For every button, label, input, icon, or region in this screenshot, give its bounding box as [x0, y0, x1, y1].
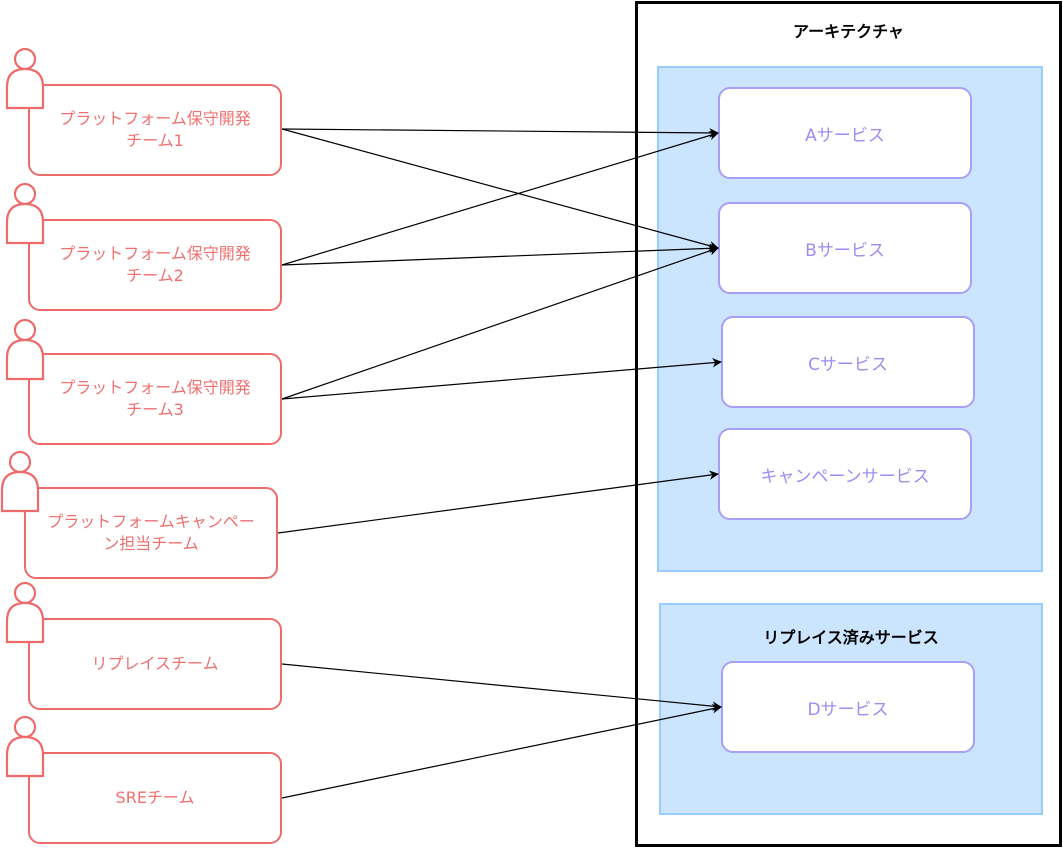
team-platform-1-line1: プラットフォーム保守開発 [59, 109, 251, 128]
team-platform-2-line1: プラットフォーム保守開発 [59, 244, 251, 263]
replaced-services-title: リプレイス済みサービス [763, 628, 939, 647]
team-platform-1[interactable]: プラットフォーム保守開発 チーム1 [28, 84, 282, 176]
team-replace-line1: リプレイスチーム [91, 654, 219, 673]
service-b[interactable]: Bサービス [718, 202, 972, 294]
team-sre-line1: SREチーム [115, 788, 195, 807]
service-d-label: Dサービス [807, 699, 889, 720]
team-campaign[interactable]: プラットフォームキャンペー ン担当チーム [24, 487, 278, 579]
team-replace[interactable]: リプレイスチーム [28, 618, 282, 710]
team-platform-3[interactable]: プラットフォーム保守開発 チーム3 [28, 353, 282, 445]
team-platform-3-line1: プラットフォーム保守開発 [59, 378, 251, 397]
team-platform-2-line2: チーム2 [126, 266, 184, 285]
service-campaign[interactable]: キャンペーンサービス [718, 428, 972, 520]
service-a[interactable]: Aサービス [718, 87, 972, 179]
team-sre[interactable]: SREチーム [28, 752, 282, 844]
service-campaign-label: キャンペーンサービス [760, 466, 930, 487]
service-c-label: Cサービス [808, 354, 888, 375]
team-platform-2[interactable]: プラットフォーム保守開発 チーム2 [28, 219, 282, 311]
team-campaign-line2: ン担当チーム [103, 534, 199, 553]
team-platform-3-line2: チーム3 [126, 400, 184, 419]
service-d[interactable]: Dサービス [721, 661, 975, 753]
service-c[interactable]: Cサービス [721, 316, 975, 408]
architecture-title: アーキテクチャ [793, 22, 904, 41]
service-a-label: Aサービス [805, 125, 885, 146]
team-campaign-line1: プラットフォームキャンペー [47, 512, 255, 531]
service-b-label: Bサービス [805, 240, 885, 261]
team-platform-1-line2: チーム1 [126, 131, 184, 150]
